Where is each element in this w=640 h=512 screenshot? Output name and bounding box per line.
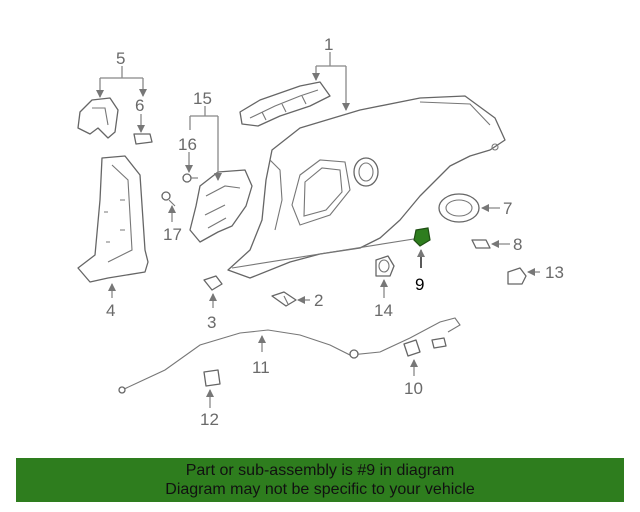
callout-4: 4 <box>106 301 115 320</box>
pillar-part <box>77 155 149 283</box>
callout-6: 6 <box>135 96 144 115</box>
leader-lines <box>96 52 540 408</box>
callout-16: 16 <box>178 135 197 154</box>
fuel-door-part <box>438 193 480 223</box>
clip-part-12 <box>203 369 221 387</box>
callout-15: 15 <box>193 89 212 108</box>
release-cable-part <box>118 317 461 394</box>
callout-13: 13 <box>545 263 564 282</box>
callout-10: 10 <box>404 379 423 398</box>
inner-panel-part <box>189 169 253 243</box>
callout-14: 14 <box>374 301 393 320</box>
parts-diagram: 1 2 3 4 5 6 7 8 9 10 11 12 13 14 15 16 1… <box>77 35 564 429</box>
callout-12: 12 <box>200 410 219 429</box>
info-banner: Part or sub-assembly is #9 in diagram Di… <box>16 458 624 502</box>
screw-part-17 <box>161 191 176 207</box>
clip-part-6 <box>133 133 153 145</box>
screw-part-16 <box>182 173 198 183</box>
callout-11: 11 <box>252 358 270 377</box>
bracket-part <box>77 97 119 139</box>
callout-8: 8 <box>513 235 522 254</box>
cap-part-13 <box>507 267 527 285</box>
bolt-part-2 <box>271 291 297 307</box>
callout-3: 3 <box>207 313 216 332</box>
grommet-part-14 <box>375 255 395 277</box>
banner-line-1: Part or sub-assembly is #9 in diagram <box>185 462 455 479</box>
bolt-part-8 <box>471 239 491 249</box>
connector-part-10 <box>403 337 447 357</box>
inner-rail-part <box>239 81 331 127</box>
callout-2: 2 <box>314 291 323 310</box>
highlighted-part-9 <box>413 227 431 247</box>
callout-5: 5 <box>116 49 125 68</box>
callout-9: 9 <box>415 275 424 294</box>
callout-1: 1 <box>324 35 333 54</box>
callout-17: 17 <box>163 225 182 244</box>
callout-7: 7 <box>503 199 512 218</box>
clip-part-3 <box>203 275 223 291</box>
quarter-panel-part <box>227 95 506 279</box>
banner-line-2: Diagram may not be specific to your vehi… <box>165 481 475 498</box>
